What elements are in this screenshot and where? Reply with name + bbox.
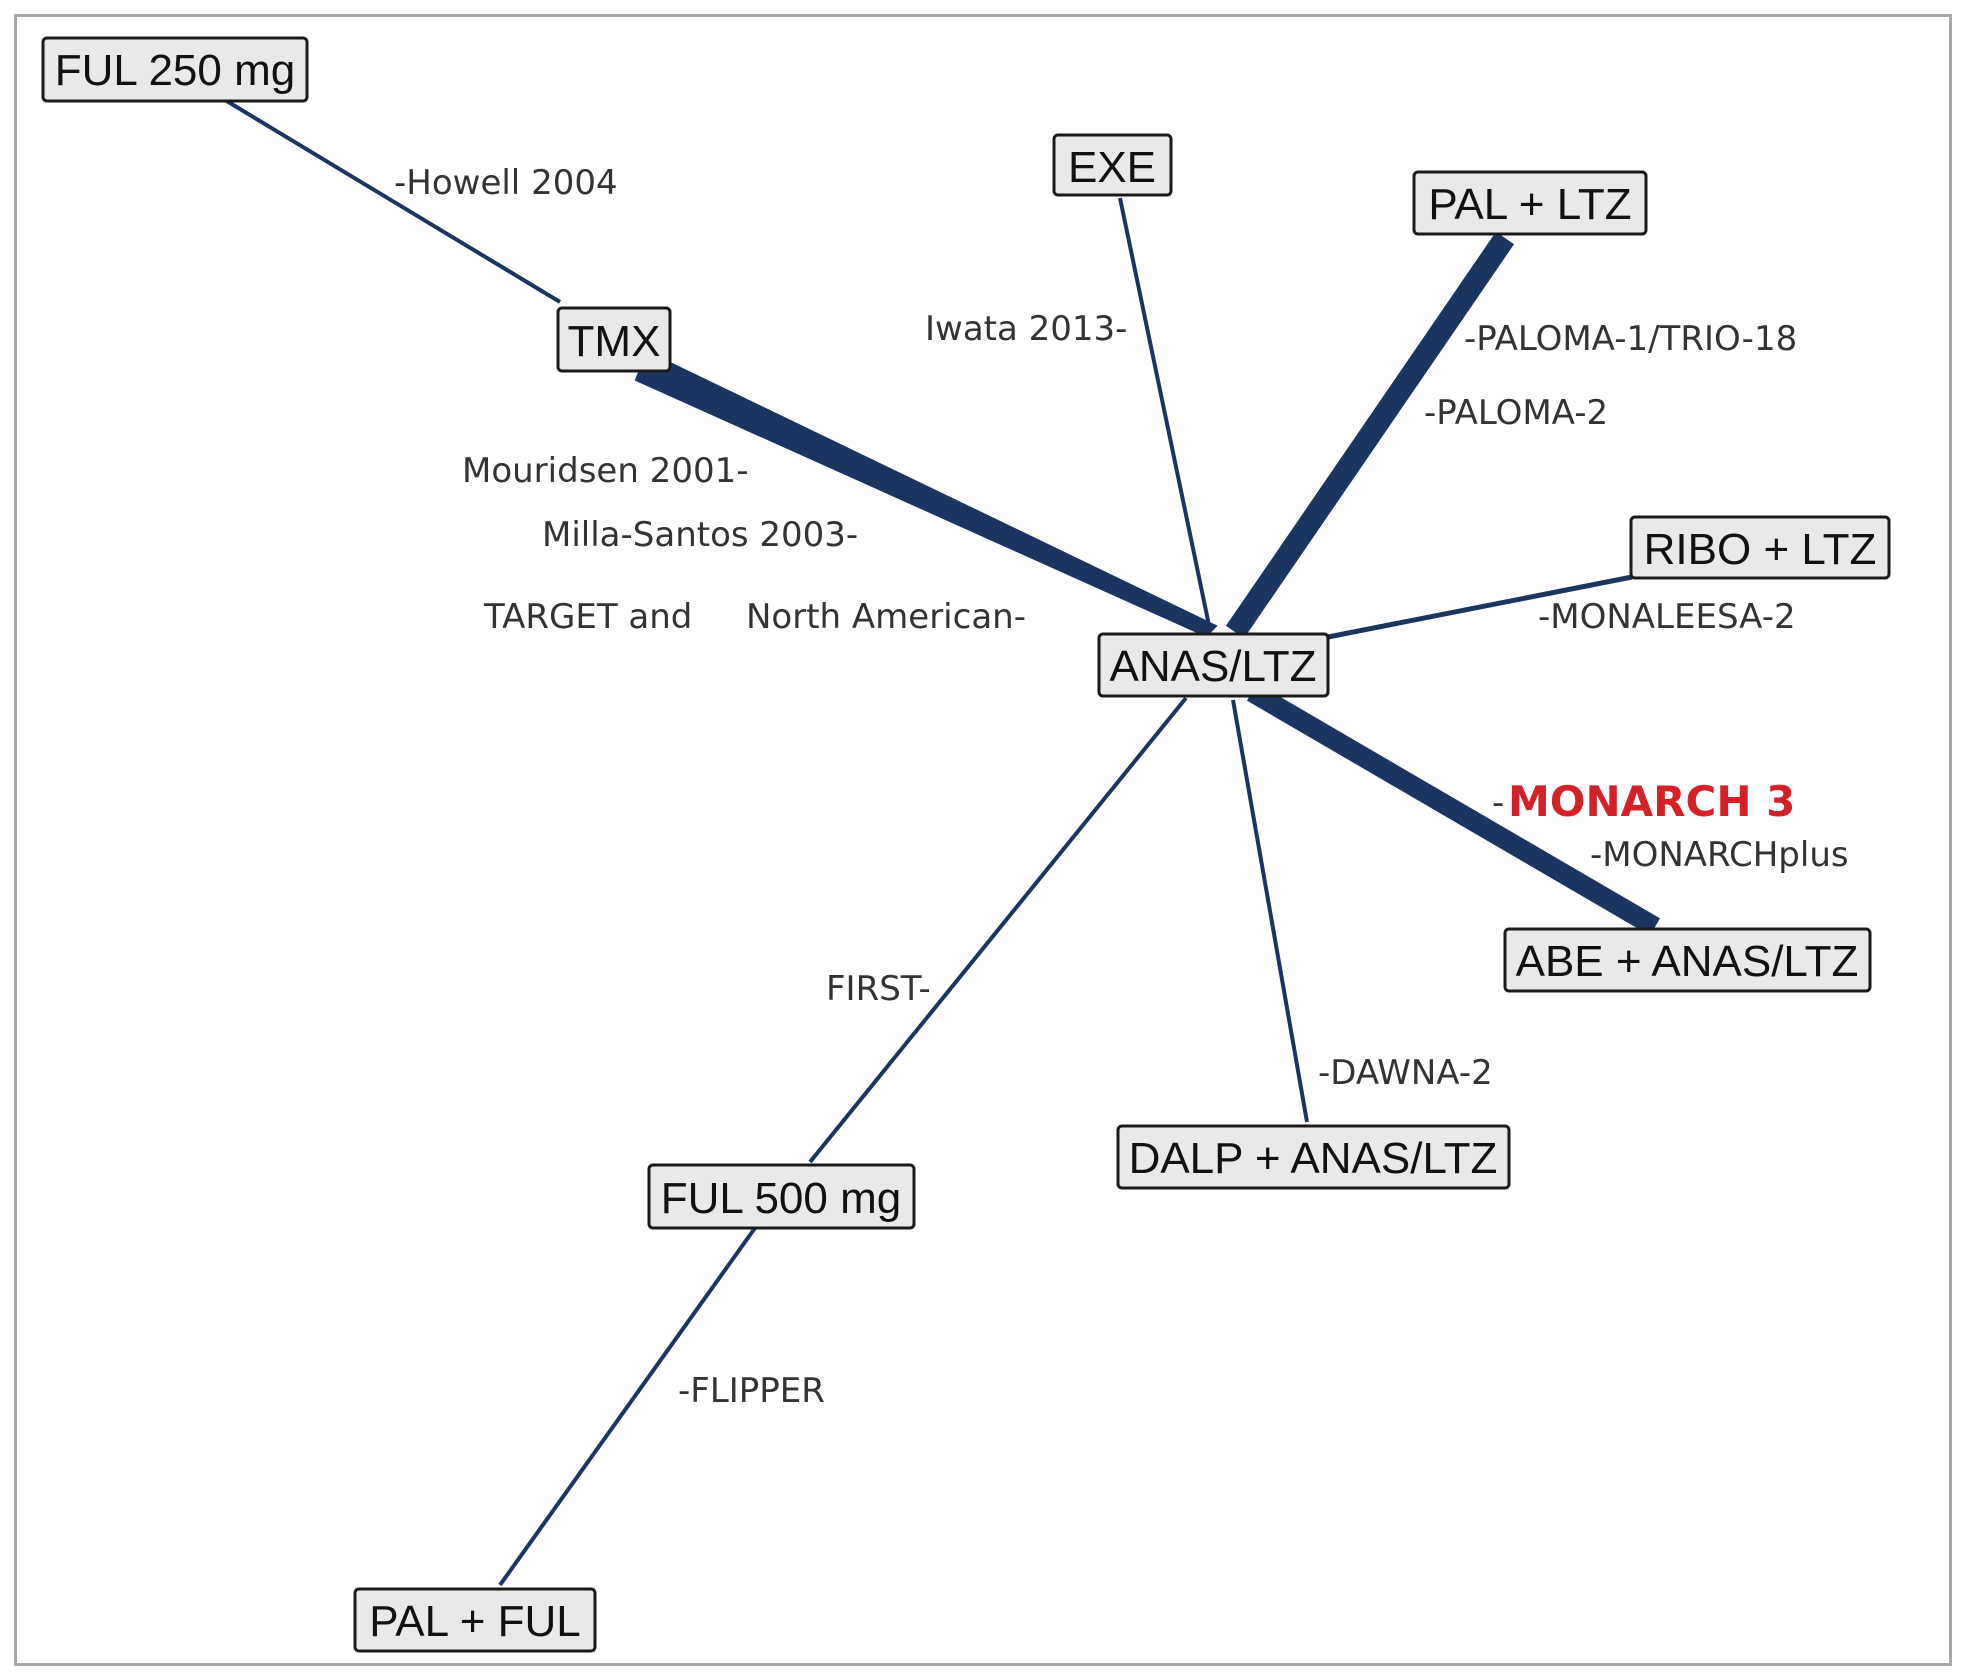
trial-label-first: FIRST- bbox=[826, 969, 931, 1009]
edge-ful500-anas bbox=[808, 696, 1188, 1164]
edge-dalp-anas bbox=[1231, 699, 1309, 1123]
edge-palful-ful500 bbox=[498, 1226, 757, 1587]
trial-label-paloma-1: -PALOMA-1/TRIO-18 bbox=[1464, 319, 1797, 359]
node-label-pal-ful: PAL + FUL bbox=[369, 1597, 581, 1646]
node-label-ful-500: FUL 500 mg bbox=[661, 1174, 901, 1223]
node-pal-ful: PAL + FUL bbox=[353, 1587, 597, 1653]
edge-ribo-anas bbox=[1327, 574, 1633, 640]
node-label-ful-250: FUL 250 mg bbox=[55, 46, 295, 95]
node-exe: EXE bbox=[1052, 133, 1173, 197]
edge-labels: -Howell 2004 Mouridsen 2001- Milla-Santo… bbox=[394, 163, 1849, 1411]
trial-label-paloma-2: -PALOMA-2 bbox=[1424, 393, 1608, 433]
node-tmx: TMX bbox=[556, 306, 672, 373]
trial-label-milla-santos-2003: Milla-Santos 2003- bbox=[542, 515, 858, 555]
trial-label-north-american: North American- bbox=[746, 597, 1026, 637]
edges bbox=[223, 98, 1661, 1587]
node-label-exe: EXE bbox=[1068, 143, 1156, 192]
node-abe-anas-ltz: ABE + ANAS/LTZ bbox=[1503, 927, 1872, 993]
node-pal-ltz: PAL + LTZ bbox=[1412, 170, 1648, 236]
trial-label-howell-2004: -Howell 2004 bbox=[394, 163, 618, 203]
node-label-pal-ltz: PAL + LTZ bbox=[1428, 180, 1631, 229]
node-label-anas-ltz: ANAS/LTZ bbox=[1109, 642, 1316, 691]
trial-label-iwata-2013: Iwata 2013- bbox=[925, 309, 1127, 349]
node-dalp-anas-ltz: DALP + ANAS/LTZ bbox=[1116, 1124, 1511, 1190]
edge-abe-anas bbox=[1246, 683, 1661, 936]
node-ribo-ltz: RIBO + LTZ bbox=[1629, 515, 1891, 580]
trial-label-flipper: -FLIPPER bbox=[678, 1371, 825, 1411]
trial-label-monarch-3: MONARCH 3 bbox=[1508, 777, 1795, 826]
trial-label-dawna-2: -DAWNA-2 bbox=[1318, 1053, 1493, 1093]
nodes: FUL 250 mg EXE PAL + LTZ TMX RIBO + LTZ … bbox=[41, 36, 1891, 1653]
node-ful-250: FUL 250 mg bbox=[41, 36, 309, 103]
node-ful-500: FUL 500 mg bbox=[647, 1163, 916, 1230]
node-label-tmx: TMX bbox=[568, 317, 661, 366]
trial-label-monarchplus: -MONARCHplus bbox=[1590, 835, 1849, 875]
node-label-abe-anas-ltz: ABE + ANAS/LTZ bbox=[1516, 937, 1859, 986]
node-label-dalp-anas-ltz: DALP + ANAS/LTZ bbox=[1129, 1134, 1498, 1183]
trial-label-mouridsen-2001: Mouridsen 2001- bbox=[462, 451, 748, 491]
trial-label-monaleesa-2: -MONALEESA-2 bbox=[1538, 597, 1796, 637]
edge-palltz-anas bbox=[1225, 231, 1515, 639]
edge-ful250-tmx bbox=[223, 98, 562, 304]
network-diagram-frame bbox=[14, 14, 1952, 1666]
edge-exe-anas bbox=[1118, 197, 1212, 631]
node-anas-ltz: ANAS/LTZ bbox=[1097, 632, 1330, 698]
trial-label-monarch-3-dash: - bbox=[1492, 783, 1504, 823]
node-label-ribo-ltz: RIBO + LTZ bbox=[1644, 525, 1877, 574]
trial-label-target: TARGET and bbox=[483, 597, 692, 637]
